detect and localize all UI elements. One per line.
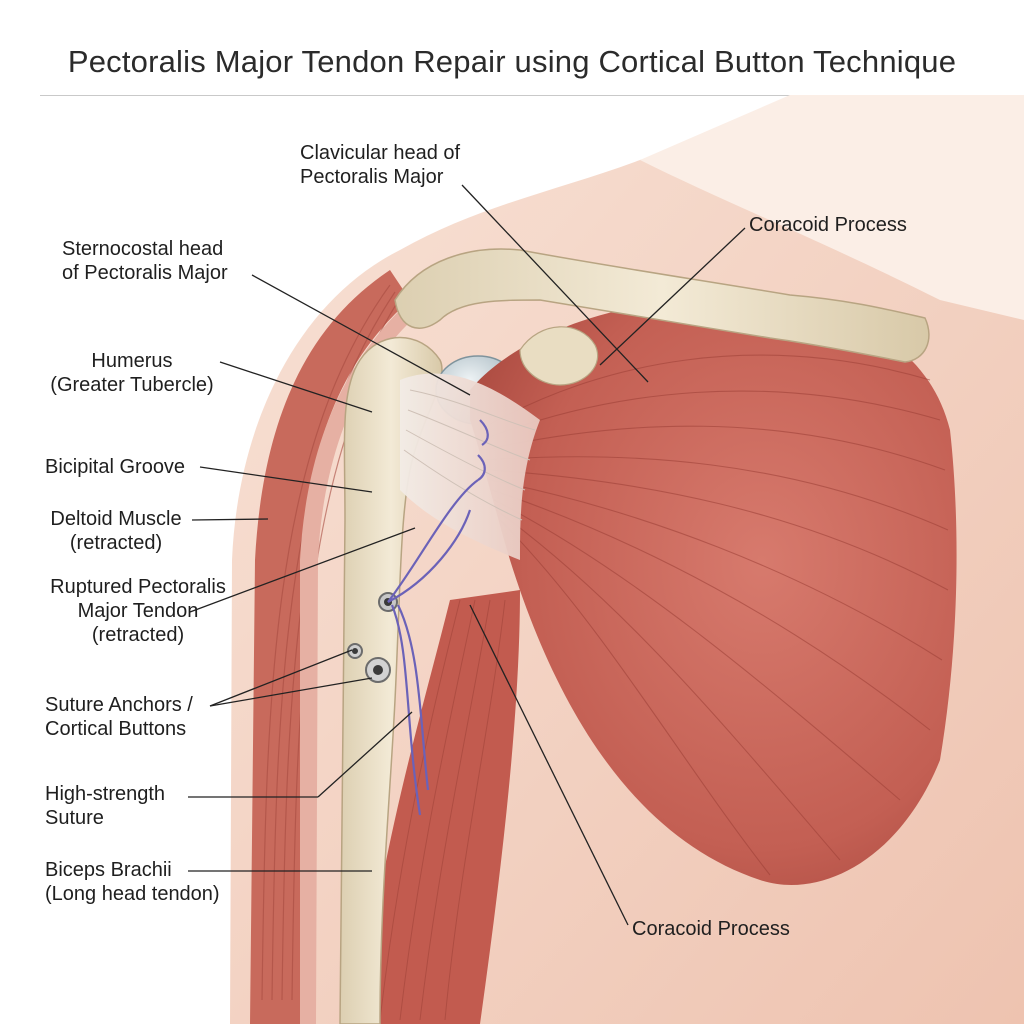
deltoid-muscle [250, 270, 410, 1024]
leader-lines [188, 184, 746, 926]
label-coracoid-process-top: Coracoid Process [749, 214, 907, 236]
label-humerus: Humerus (Greater Tubercle) [50, 350, 214, 396]
label-suture-anchors: Suture Anchors / Cortical Buttons [45, 694, 193, 740]
label-coracoid-process-bottom: Coracoid Process [632, 918, 790, 940]
label-clavicular-head: Clavicular head of Pectoralis Major [300, 142, 461, 188]
label-deltoid: Deltoid Muscle (retracted) [50, 508, 182, 554]
title-divider [40, 95, 984, 96]
label-high-strength-suture: High-strength Suture [45, 783, 166, 829]
label-biceps-brachii: Biceps Brachii (Long head tendon) [45, 859, 220, 905]
label-bicipital-groove: Bicipital Groove [45, 456, 186, 478]
high-strength-suture [387, 419, 489, 816]
clavicle-bone [394, 248, 930, 363]
page-title: Pectoralis Major Tendon Repair using Cor… [67, 44, 957, 79]
biceps-muscle [360, 590, 520, 1024]
pectoralis-major [470, 298, 957, 885]
coracoid-bone [519, 326, 599, 386]
label-ruptured-tendon: Ruptured Pectoralis Major Tendon (retrac… [50, 576, 226, 646]
label-sternocostal-head: Sternocostal head of Pectoralis Major [62, 238, 228, 284]
